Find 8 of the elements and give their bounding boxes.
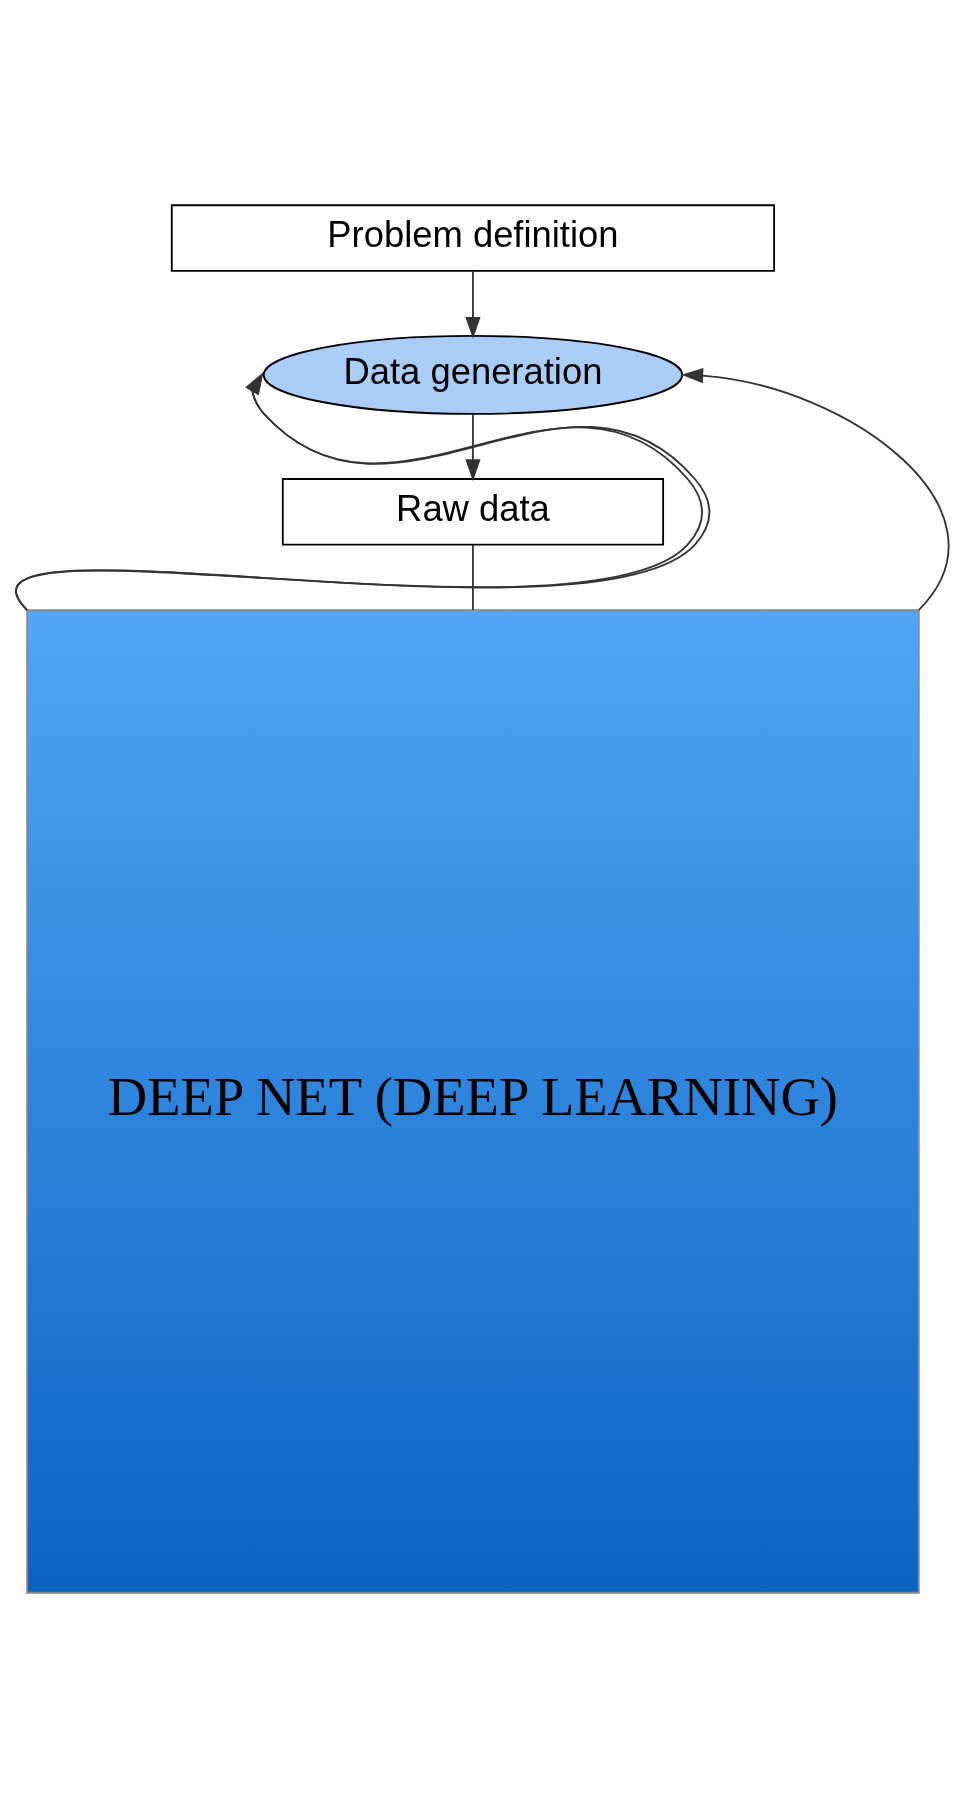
node-box: DEEP NET (DEEP LEARNING) bbox=[26, 608, 920, 1594]
node-box: Raw data bbox=[281, 477, 664, 545]
connector bbox=[472, 543, 474, 611]
node-ellipse: Data generation bbox=[262, 334, 684, 415]
arrow bbox=[681, 367, 949, 611]
arrow bbox=[465, 412, 481, 481]
node-box: Problem definition bbox=[170, 203, 776, 272]
arrow bbox=[465, 270, 481, 339]
